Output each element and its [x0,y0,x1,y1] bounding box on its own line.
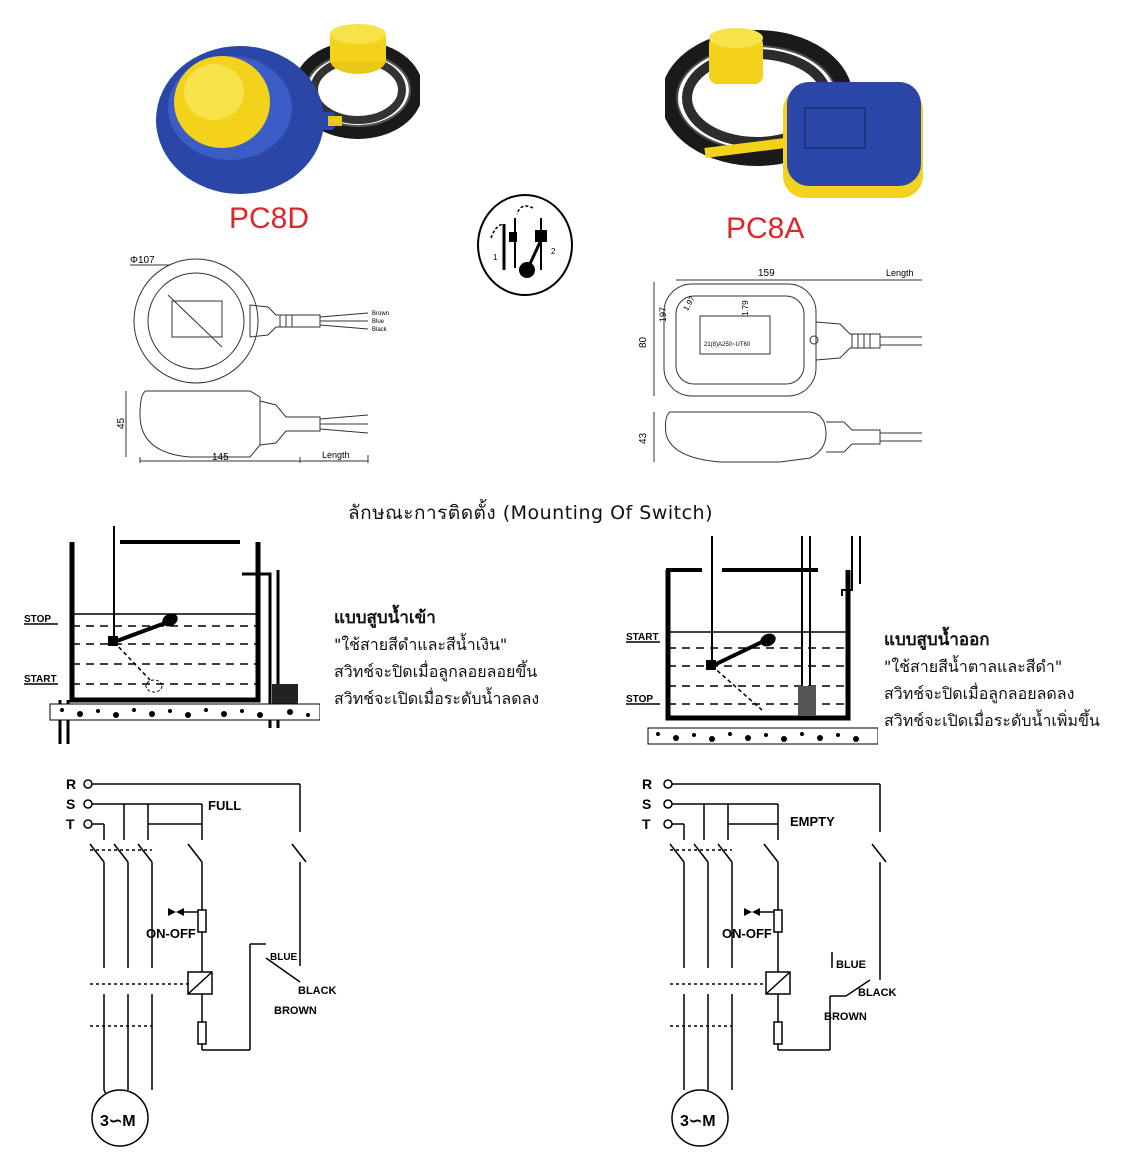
empty-lower-level: STOP [626,694,653,705]
empty-wire-black: BLACK [858,987,897,999]
pc8d-photo [156,24,420,194]
fill-control: ON-OFF [146,926,196,941]
fill-wire-blue: BLUE [270,952,298,963]
empty-phase-s: S [642,796,651,812]
pc8a-side-height: 43 [638,432,649,444]
empty-wires: "ใช้สายสีน้ำตาลและสีดำ" [884,657,1063,676]
pc8d-wire-black: Black [372,327,388,333]
pc8a-photo [665,28,923,198]
empty-line1: สวิทช์จะปิดเมื่อลูกลอยลดลง [884,684,1075,703]
pc8d-height: 45 [116,417,127,429]
pc8a-dimension-drawing: 159 Length 197 1.97 1.79 80 21(8)A250~UT… [638,268,922,463]
pc8d-length: Length [322,450,350,460]
empty-description: แบบสูบน้ำออก "ใช้สายสีน้ำตาลและสีดำ" สวิ… [884,626,1100,734]
fill-motor: 3∽M [100,1113,136,1130]
fill-lower-level: START [24,674,57,685]
tilt-pos2: 2 [551,247,556,256]
fill-phase-r: R [66,776,76,792]
fill-upper-level: STOP [24,614,51,625]
pc8d-wire-brown: Brown [372,311,389,317]
pc8a-rating: 21(8)A250~UT60 [704,342,751,348]
fill-wire-brown: BROWN [274,1005,317,1017]
empty-line2: สวิทช์จะเปิดเมื่อระดับน้ำเพิ่มขึ้น [884,711,1100,730]
fill-line2: สวิทช์จะเปิดเมื่อระดับน้ำลดลง [334,689,540,708]
pc8a-length: Length [886,268,914,278]
pc8a-dim-b: 1.79 [741,300,750,316]
fill-wire-black: BLACK [298,985,337,997]
empty-circuit-diagram: R S T EMPTY ON-OFF BLUE BLACK BROWN 3∽M [642,776,897,1147]
pc8d-wire-blue: Blue [372,319,385,325]
pc8d-dimension-drawing: Φ107 Brown Blue Black 45 145 Length [116,255,389,463]
empty-phase-r: R [642,776,652,792]
pc8a-model-label: PC8A [726,212,805,245]
fill-wires: "ใช้สายสีดำและสีน้ำเงิน" [334,635,508,654]
empty-wire-blue: BLUE [836,959,866,971]
empty-mode: EMPTY [790,814,835,829]
tilt-symbol-icon: 1 2 [477,194,573,296]
pc8d-model-label: PC8D [229,202,310,235]
fill-mode: FULL [208,798,241,813]
pc8a-body-height: 80 [638,336,649,348]
pc8d-width: 145 [212,452,229,463]
pc8a-width: 159 [758,268,775,279]
fill-line1: สวิทช์จะปิดเมื่อลูกลอยลอยขึ้น [334,662,538,681]
empty-upper-level: START [626,632,659,643]
empty-phase-t: T [642,816,651,832]
fill-tank-diagram: STOP START [24,526,320,744]
empty-tank-diagram: START STOP [626,536,878,745]
fill-circuit-diagram: R S T FULL ON-OFF BLUE BLACK BROWN 3∽M [66,776,337,1147]
pc8d-diameter: Φ107 [130,255,155,266]
empty-heading: แบบสูบน้ำออก [884,630,990,650]
fill-description: แบบสูบน้ำเข้า "ใช้สายสีดำและสีน้ำเงิน" ส… [334,604,539,712]
empty-wire-brown: BROWN [824,1011,867,1023]
tilt-pos1: 1 [493,253,498,262]
section-title: ลักษณะการติดตั้ง (Mounting Of Switch) [348,502,714,524]
empty-control: ON-OFF [722,926,772,941]
fill-heading: แบบสูบน้ำเข้า [334,608,436,628]
fill-phase-t: T [66,816,75,832]
pc8a-top-height: 197 [658,307,668,322]
fill-phase-s: S [66,796,75,812]
pc8a-dim-a: 1.97 [681,294,697,312]
empty-motor: 3∽M [680,1113,716,1130]
